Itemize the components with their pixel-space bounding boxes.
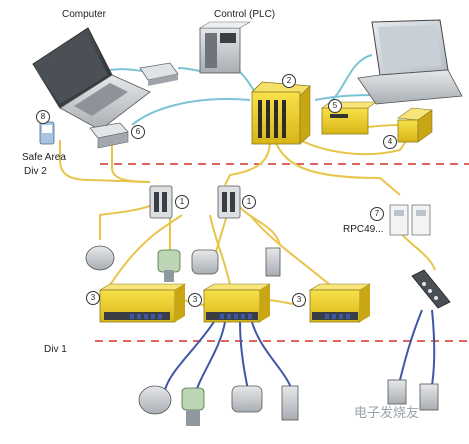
remote-laptop — [357, 19, 463, 105]
computer-label: Computer — [62, 9, 106, 20]
control-plc-label: Control (PLC) — [214, 9, 276, 20]
ethernet-switch — [139, 62, 179, 86]
marker-4: 4 — [383, 135, 397, 149]
div1-label: Div 1 — [44, 344, 67, 355]
marker-3-right: 3 — [292, 293, 306, 307]
junction-box-right — [308, 283, 372, 323]
rpc49-label: RPC49... — [343, 224, 384, 235]
marker-7: 7 — [370, 207, 384, 221]
marker-5: 5 — [328, 99, 342, 113]
safe-area-label: Safe Area — [22, 152, 66, 163]
field-device-cables — [164, 309, 436, 396]
control-plc-cabinet — [198, 21, 252, 74]
div2-label: Div 2 — [24, 166, 47, 177]
junction-box-center — [202, 283, 272, 323]
rpc49-power-conditioners — [389, 204, 431, 236]
watermark: 电子发烧友 — [354, 406, 420, 421]
marker-1-right: 1 — [242, 195, 256, 209]
safe-area-pda — [39, 121, 55, 145]
yellow-plc-rack — [251, 81, 311, 145]
marker-8: 8 — [36, 110, 50, 124]
marker-1-left: 1 — [175, 195, 189, 209]
junction-box-left — [98, 283, 187, 323]
fieldbus-repeater-left — [149, 185, 173, 219]
marker-3-center: 3 — [188, 293, 202, 307]
div2-field-devices — [85, 245, 281, 282]
computer-laptop — [32, 27, 151, 131]
fieldbus-repeater-right — [217, 185, 241, 219]
marker-2: 2 — [282, 74, 296, 88]
div1-field-devices — [138, 379, 439, 426]
yellow-power-supply — [397, 107, 433, 143]
segment-coupler — [411, 269, 451, 309]
marker-6: 6 — [131, 125, 145, 139]
marker-3-left: 3 — [86, 291, 100, 305]
gateway-device — [89, 122, 129, 149]
